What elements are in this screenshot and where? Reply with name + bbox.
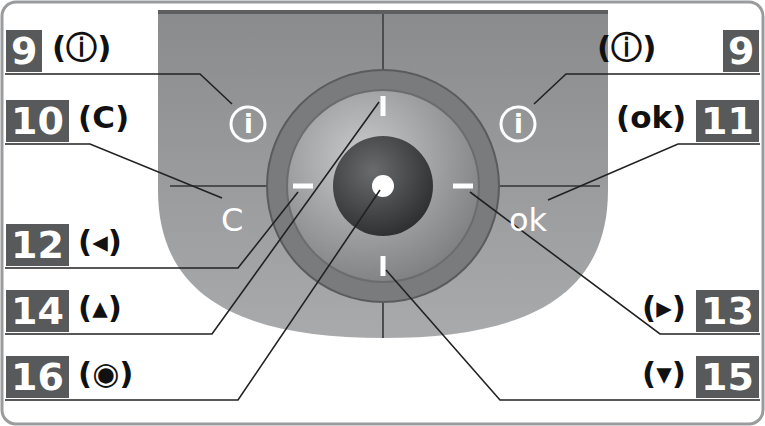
key-symbol: (ⓘ) bbox=[52, 32, 111, 63]
key-label: ok bbox=[509, 204, 547, 236]
callout-number: 13 bbox=[696, 290, 759, 332]
key-symbol: (▸) bbox=[642, 292, 686, 323]
callout-number: 16 bbox=[6, 356, 69, 398]
callout-number: 9 bbox=[723, 30, 759, 72]
key-symbol: (ok) bbox=[616, 102, 686, 133]
key-symbol: (C) bbox=[78, 102, 129, 133]
callout-number: 15 bbox=[696, 356, 759, 398]
key-symbol: (▴) bbox=[78, 292, 122, 323]
callout-number: 10 bbox=[6, 100, 69, 142]
callout-number: 11 bbox=[696, 100, 759, 142]
key-symbol: (ⓘ) bbox=[597, 32, 656, 63]
callout-number: 12 bbox=[6, 224, 69, 266]
callout-number: 9 bbox=[6, 30, 42, 72]
key-label: C bbox=[221, 204, 243, 236]
key-symbol: (▾) bbox=[642, 358, 686, 389]
key-symbol: (◉) bbox=[78, 358, 133, 389]
key-label: i bbox=[244, 111, 253, 137]
key-label: i bbox=[514, 111, 523, 137]
callout-number: 14 bbox=[6, 290, 69, 332]
key-symbol: (◂) bbox=[78, 226, 122, 257]
